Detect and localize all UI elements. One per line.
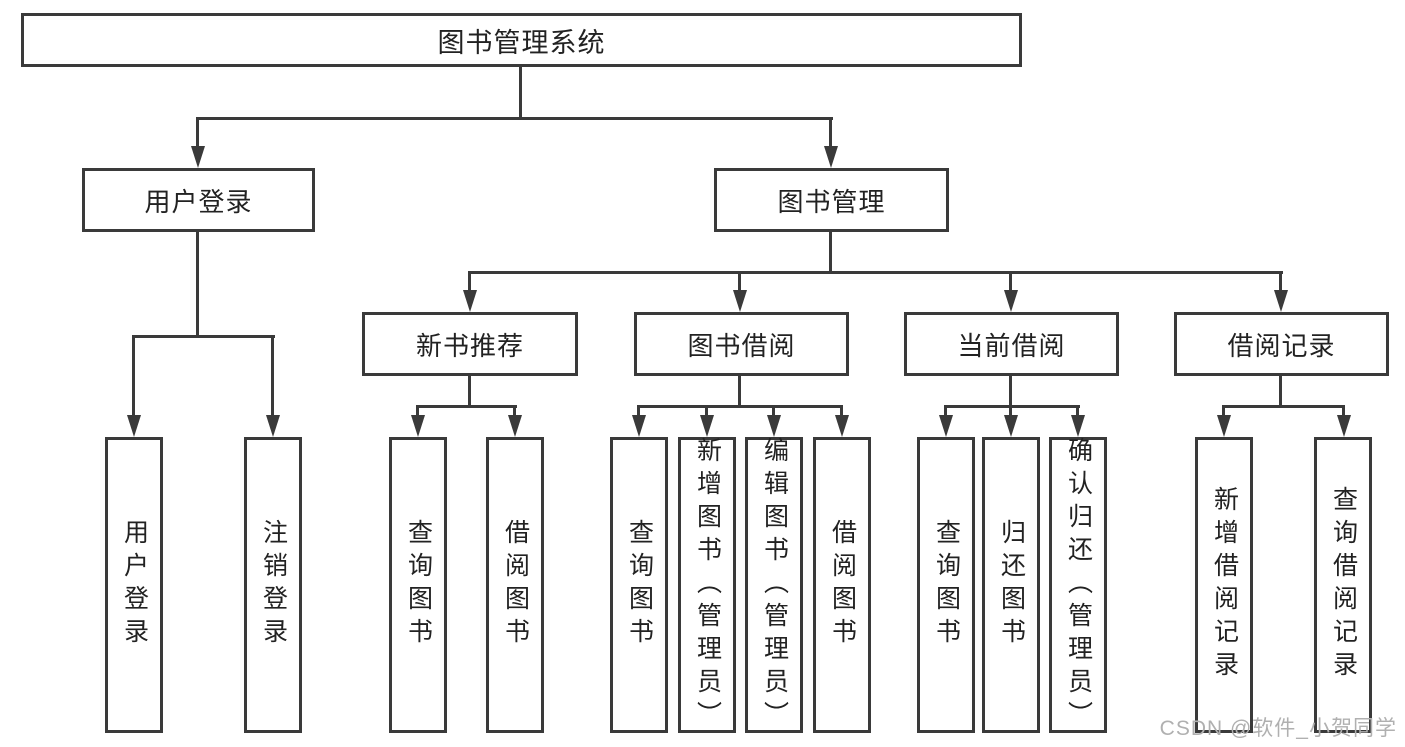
arrow-down-icon <box>1004 415 1018 437</box>
node-label: 新增图书（管理员） <box>693 436 722 734</box>
connector-line <box>196 232 199 338</box>
connector-line <box>468 376 471 408</box>
node-label: 查询图书 <box>625 519 654 651</box>
connector-line <box>1342 405 1345 417</box>
node-label: 图书管理 <box>777 186 886 217</box>
node-borrow-records: 借阅记录 <box>1174 312 1389 376</box>
connector-line <box>416 405 517 408</box>
connector-line <box>468 271 1283 274</box>
node-label: 用户登录 <box>120 519 149 651</box>
node-label: 查询图书 <box>932 519 961 651</box>
connector-line <box>829 232 832 274</box>
node-root-system: 图书管理系统 <box>21 13 1022 67</box>
connector-line <box>738 376 741 408</box>
arrow-down-icon <box>939 415 953 437</box>
connector-line <box>772 405 775 417</box>
connector-line <box>944 405 947 417</box>
node-label: 借阅图书 <box>828 519 857 651</box>
node-label: 借阅记录 <box>1227 330 1336 361</box>
leaf-logout: 注销登录 <box>244 437 302 733</box>
leaf-bb-edit-books-admin: 编辑图书（管理员） <box>745 436 803 734</box>
arrow-down-icon <box>632 415 646 437</box>
connector-line <box>416 405 419 417</box>
node-label: 当前借阅 <box>957 330 1066 361</box>
connector-line <box>944 405 1080 408</box>
connector-line <box>132 335 275 338</box>
arrow-down-icon <box>1071 415 1085 437</box>
connector-line <box>705 405 708 417</box>
connector-line <box>1279 376 1282 408</box>
connector-line <box>132 335 135 417</box>
arrow-down-icon <box>127 415 141 437</box>
leaf-br-query-record: 查询借阅记录 <box>1314 437 1372 733</box>
leaf-cb-confirm-return-admin: 确认归还（管理员） <box>1049 436 1107 734</box>
node-user-login: 用户登录 <box>82 168 315 232</box>
connector-line <box>840 405 843 417</box>
arrow-down-icon <box>1337 415 1351 437</box>
connector-line <box>1009 405 1012 417</box>
arrow-down-icon <box>1274 290 1288 312</box>
connector-line <box>1222 405 1345 408</box>
arrow-down-icon <box>767 415 781 437</box>
connector-line <box>637 405 640 417</box>
node-label: 编辑图书（管理员） <box>760 436 789 734</box>
arrow-down-icon <box>411 415 425 437</box>
arrow-down-icon <box>1004 290 1018 312</box>
connector-line <box>1009 376 1012 408</box>
connector-line <box>1076 405 1079 417</box>
node-label: 注销登录 <box>259 519 288 651</box>
node-label: 用户登录 <box>144 186 253 217</box>
node-label: 图书借阅 <box>687 330 796 361</box>
arrow-down-icon <box>824 146 838 168</box>
connector-line <box>1279 271 1282 292</box>
connector-line <box>1222 405 1225 417</box>
node-label: 新书推荐 <box>415 330 524 361</box>
node-label: 图书管理系统 <box>437 27 606 58</box>
connector-line <box>1009 271 1012 292</box>
node-label: 查询图书 <box>404 519 433 651</box>
leaf-bb-query-books: 查询图书 <box>610 437 668 733</box>
node-label: 查询借阅记录 <box>1329 486 1358 684</box>
node-label: 确认归还（管理员） <box>1064 436 1093 734</box>
arrow-down-icon <box>835 415 849 437</box>
connector-line <box>196 117 199 147</box>
leaf-br-add-record: 新增借阅记录 <box>1195 437 1253 733</box>
leaf-nb-query-books: 查询图书 <box>389 437 447 733</box>
leaf-user-login: 用户登录 <box>105 437 163 733</box>
connector-line <box>637 405 843 408</box>
leaf-cb-query-books: 查询图书 <box>917 437 975 733</box>
node-label: 新增借阅记录 <box>1210 486 1239 684</box>
node-book-borrow: 图书借阅 <box>634 312 849 376</box>
arrow-down-icon <box>191 146 205 168</box>
connector-line <box>468 271 471 292</box>
leaf-cb-return-books: 归还图书 <box>982 437 1040 733</box>
connector-line <box>738 271 741 292</box>
node-label: 借阅图书 <box>501 519 530 651</box>
arrow-down-icon <box>733 290 747 312</box>
connector-line <box>829 117 832 147</box>
leaf-nb-borrow-books: 借阅图书 <box>486 437 544 733</box>
watermark: CSDN @软件_小贺同学 <box>1159 717 1397 740</box>
connector-line <box>519 67 522 120</box>
arrow-down-icon <box>463 290 477 312</box>
leaf-bb-add-books-admin: 新增图书（管理员） <box>678 436 736 734</box>
node-label: 归还图书 <box>997 519 1026 651</box>
arrow-down-icon <box>1217 415 1231 437</box>
arrow-down-icon <box>700 415 714 437</box>
connector-line <box>196 117 833 120</box>
node-book-management: 图书管理 <box>714 168 949 232</box>
node-current-borrow: 当前借阅 <box>904 312 1119 376</box>
arrow-down-icon <box>508 415 522 437</box>
connector-line <box>271 335 274 417</box>
leaf-bb-borrow-books: 借阅图书 <box>813 437 871 733</box>
connector-line <box>513 405 516 417</box>
arrow-down-icon <box>266 415 280 437</box>
node-new-book-recommend: 新书推荐 <box>362 312 578 376</box>
